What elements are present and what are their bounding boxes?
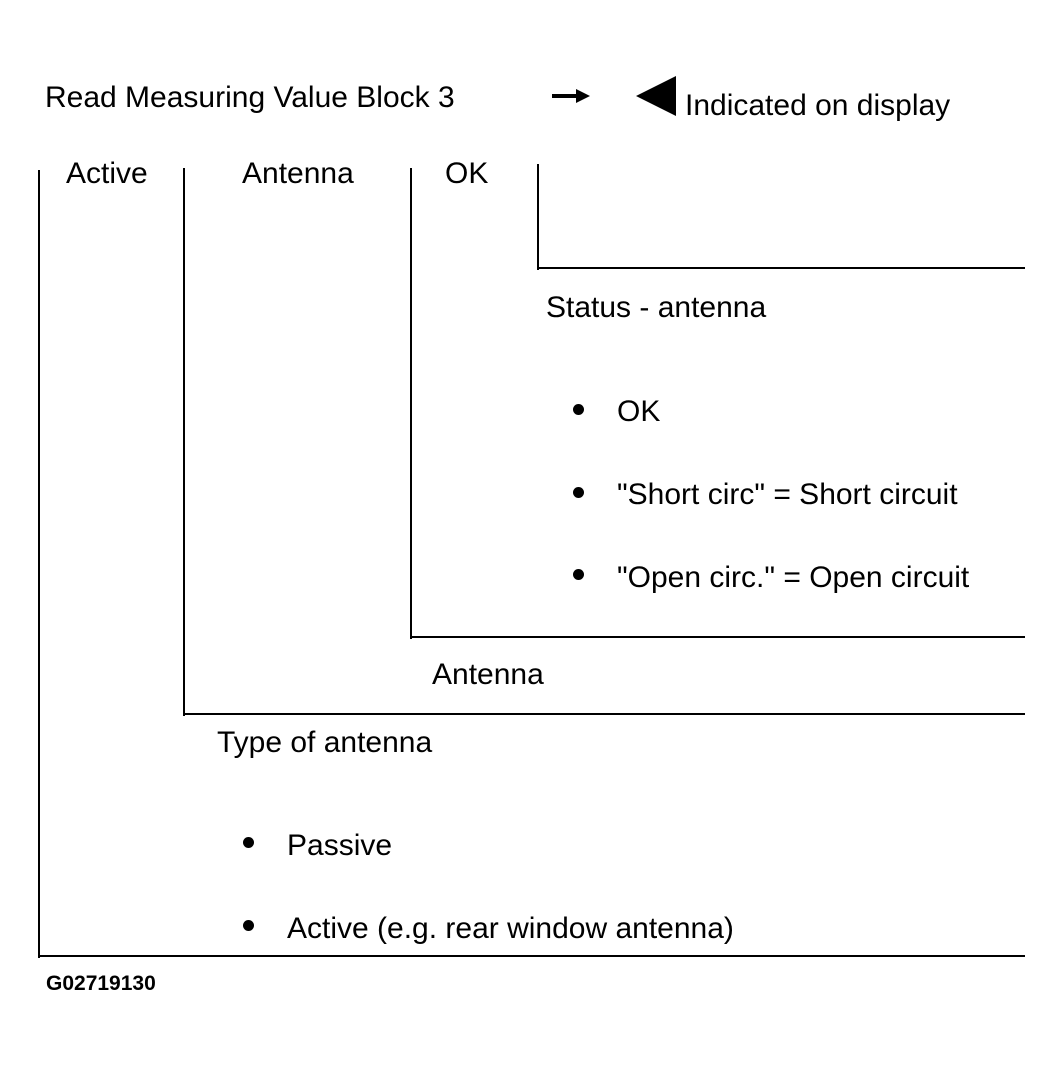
display-field-2: Antenna (242, 157, 354, 190)
status-item-ok: OK (617, 395, 661, 428)
right-arrow-icon (552, 89, 590, 103)
field2-bracket-vertical (183, 168, 185, 716)
type-item-passive: Passive (287, 829, 393, 862)
field3-bracket-horizontal (410, 636, 1025, 638)
display-field-1: Active (66, 157, 148, 190)
field4-bracket-horizontal (537, 267, 1025, 269)
type-of-antenna-title: Type of antenna (217, 726, 433, 759)
field1-bracket-horizontal (38, 955, 1025, 957)
field2-bracket-horizontal (183, 713, 1025, 715)
status-antenna-title: Status - antenna (546, 291, 767, 324)
field1-bracket-vertical (38, 170, 40, 958)
bullet-icon (243, 837, 254, 848)
type-item-active: Active (e.g. rear window antenna) (287, 912, 734, 945)
bullet-icon (573, 487, 584, 498)
antenna-title: Antenna (432, 658, 544, 691)
status-item-open-circuit: "Open circ." = Open circuit (617, 561, 970, 594)
instruction-text: Read Measuring Value Block 3 (45, 81, 455, 114)
field4-bracket-vertical (537, 164, 539, 270)
bullet-icon (573, 569, 584, 580)
figure-id: G02719130 (46, 972, 156, 995)
status-item-short-circuit: "Short circ" = Short circuit (617, 478, 958, 511)
display-field-3: OK (445, 157, 489, 190)
bullet-icon (573, 404, 584, 415)
display-marker-icon (636, 76, 676, 116)
indicated-on-display-text: Indicated on display (685, 89, 951, 122)
bullet-icon (243, 920, 254, 931)
field3-bracket-vertical (410, 168, 412, 639)
